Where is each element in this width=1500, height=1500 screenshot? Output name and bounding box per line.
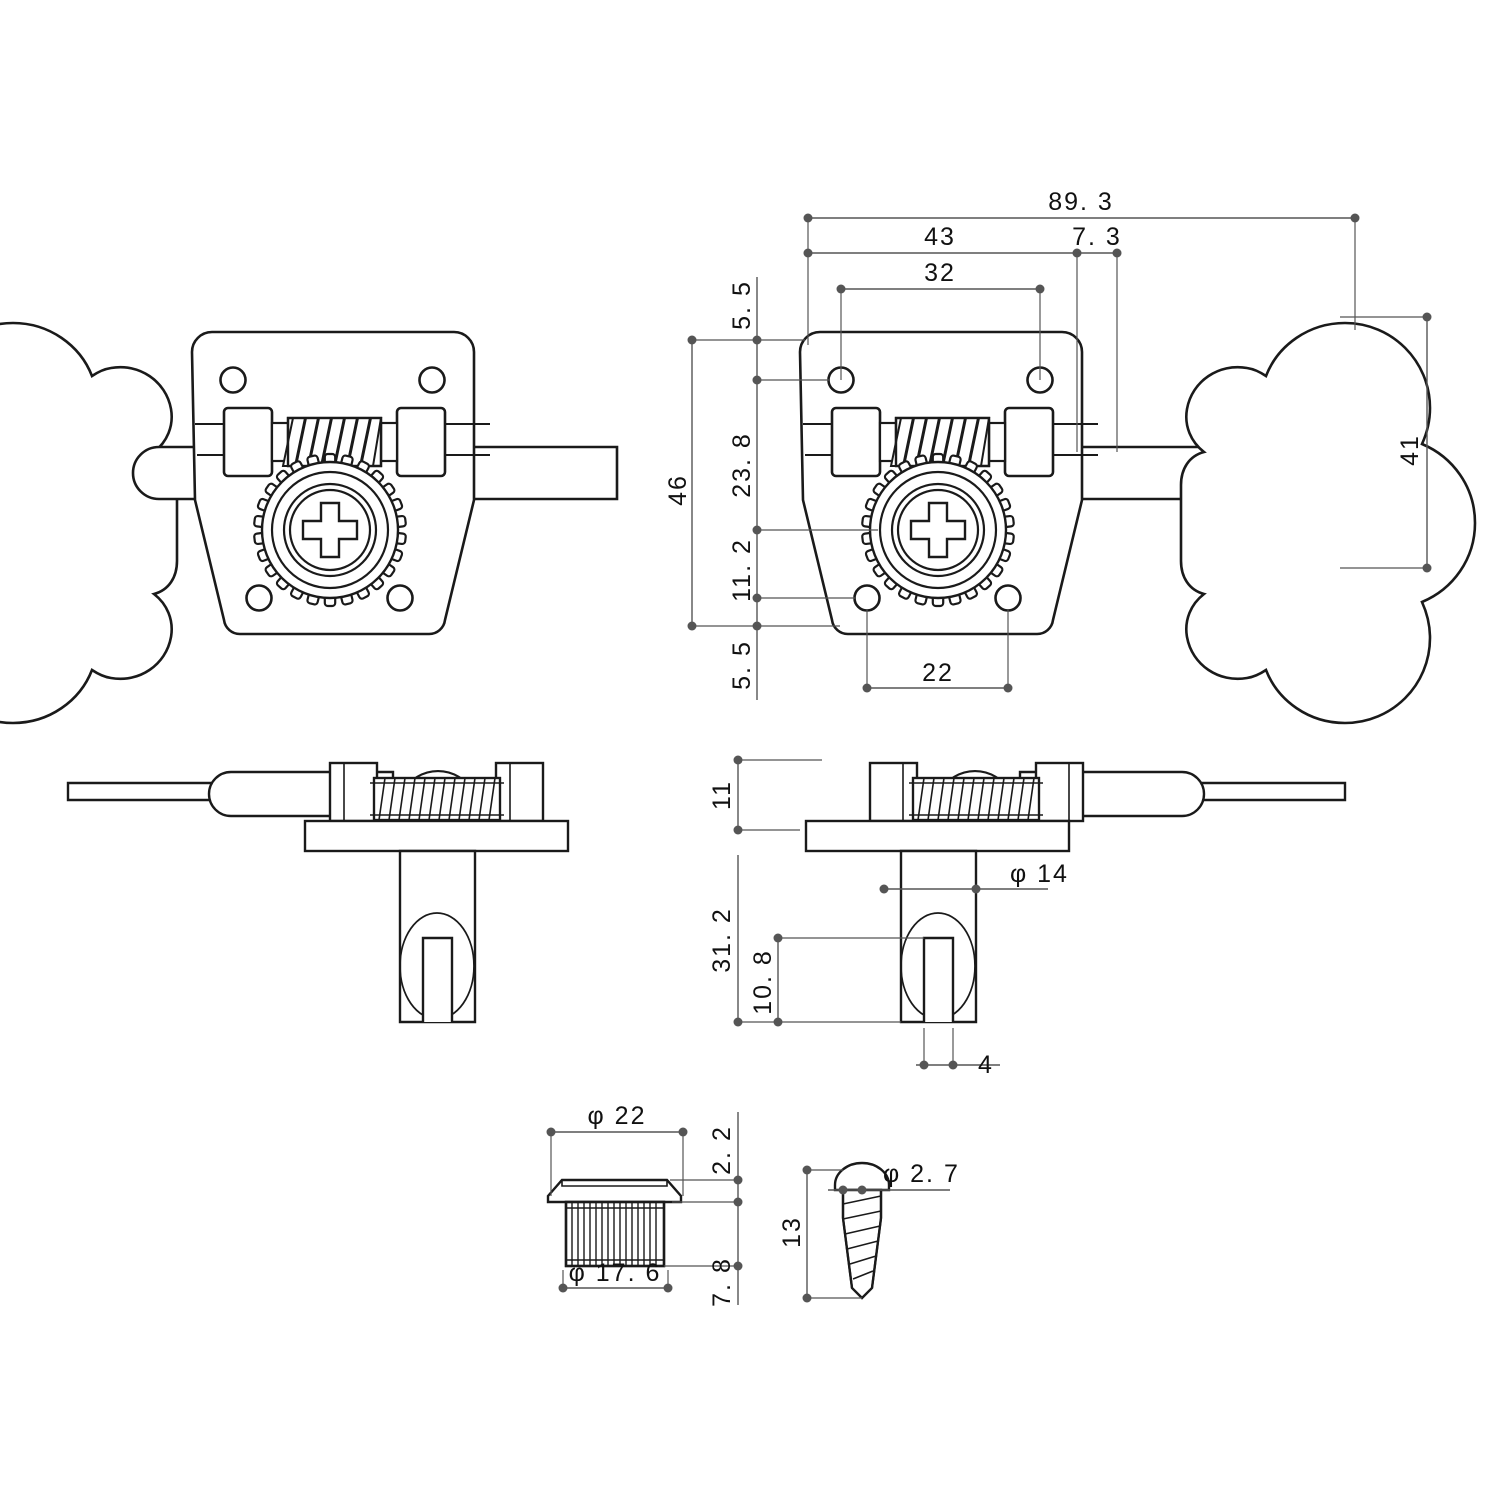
- phillips-screw-head-icon: [301, 501, 359, 559]
- dim-plate-to-post: 43: [924, 223, 956, 251]
- dimension-group-screw: [802, 1165, 950, 1303]
- dim-post-length: 31. 2: [708, 907, 736, 973]
- bushing-detail: [546, 1178, 683, 1268]
- dim-gear-stack-height: 11: [708, 780, 736, 810]
- dim-top-to-shaft: 23. 8: [728, 432, 756, 498]
- dim-top-margin: 5. 5: [728, 280, 756, 330]
- dim-knob-height: 41: [1396, 434, 1424, 466]
- tuner-knob-left: [0, 321, 179, 725]
- dimension-group-front-view: [687, 213, 1432, 700]
- worm-gear-right: [861, 452, 1015, 608]
- mounting-screw-detail: [833, 1161, 891, 1300]
- dim-shaft-to-hole: 11. 2: [728, 538, 756, 602]
- phillips-screw-head-icon: [909, 501, 967, 559]
- dim-screw-diameter: φ 2. 7: [883, 1160, 960, 1188]
- front-view-right-hand: [798, 321, 1477, 725]
- dimension-group-bushing: [546, 1112, 743, 1305]
- dim-overall-width: 89. 3: [1048, 188, 1114, 216]
- worm-gear-left: [253, 452, 407, 608]
- tuner-knob-right: [1179, 321, 1477, 725]
- dim-gap-7-3: 7. 3: [1072, 223, 1122, 251]
- dim-bushing-body-height: 7. 8: [708, 1257, 736, 1307]
- dim-bottom-margin: 5. 5: [728, 640, 756, 690]
- side-view-right-hand: [804, 761, 1347, 1024]
- dim-bushing-flange-thk: 2. 2: [708, 1125, 736, 1175]
- dim-hole-pitch-top: 32: [924, 259, 956, 287]
- front-view-left-hand: [0, 321, 619, 725]
- dim-post-slot-depth: 10. 8: [749, 949, 777, 1015]
- side-view-left-hand: [66, 761, 570, 1024]
- dim-slot-width: 4: [978, 1051, 994, 1079]
- dimension-group-side-view: [733, 755, 1048, 1070]
- dim-screw-length: 13: [778, 1216, 806, 1248]
- dim-bushing-flange-dia: φ 22: [588, 1102, 647, 1130]
- dim-post-diameter: φ 14: [1010, 860, 1069, 888]
- dim-plate-total-height: 46: [664, 474, 692, 506]
- dim-bushing-body-dia: φ 17. 6: [569, 1259, 662, 1287]
- dim-hole-pitch-bottom: 22: [922, 659, 954, 687]
